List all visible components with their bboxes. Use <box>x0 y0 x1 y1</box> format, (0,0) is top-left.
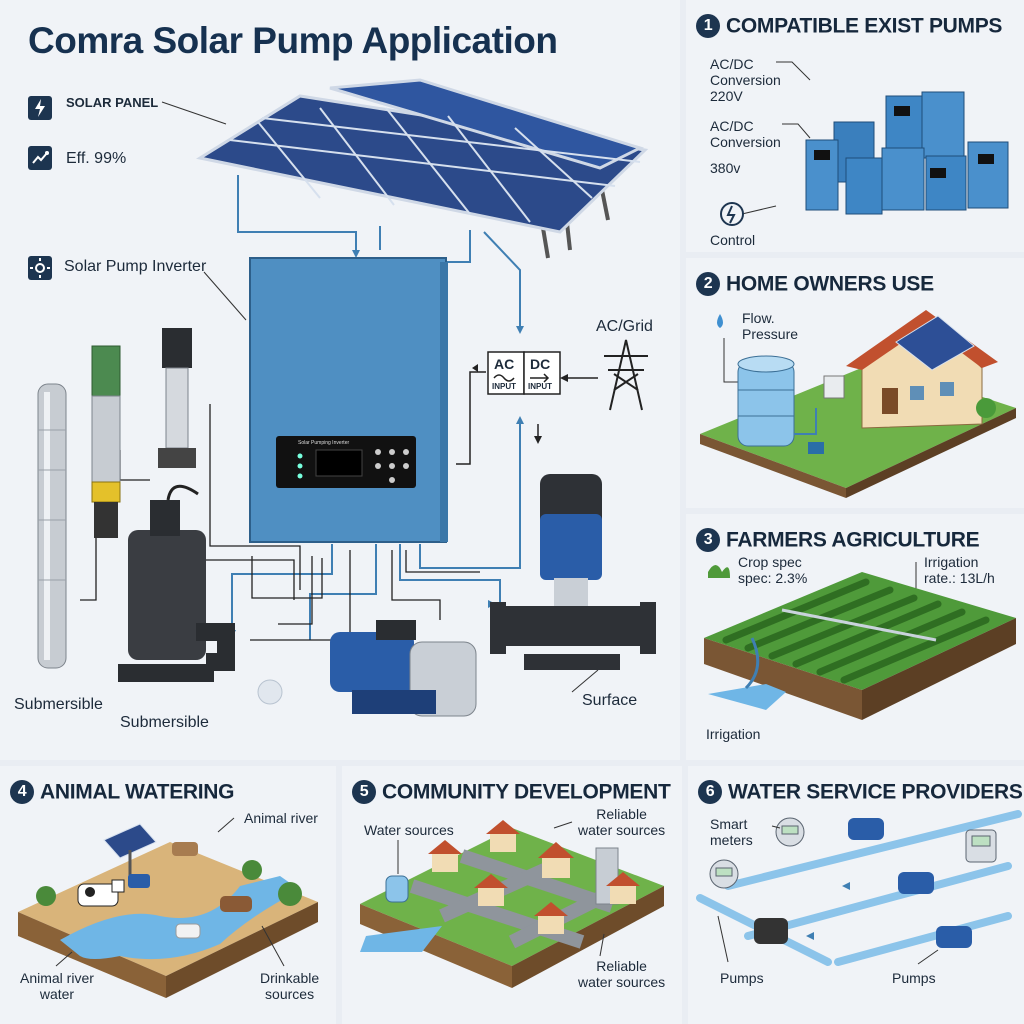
animal-watering-graphics <box>18 817 318 998</box>
dc-input-top: DC <box>530 356 551 372</box>
solar-panel-small <box>103 823 157 876</box>
solar-panel-array <box>196 78 649 234</box>
plant-icon <box>708 565 730 578</box>
control-label: Control <box>710 232 756 248</box>
pump-dark <box>754 918 788 944</box>
home-scene-graphics <box>700 310 1016 498</box>
deer <box>220 896 252 912</box>
dc-input-bottom: INPUT <box>528 382 552 391</box>
submersible-pump-left <box>37 383 67 669</box>
inverter-label: Solar Pump Inverter <box>64 258 207 275</box>
community-graphics <box>360 820 664 988</box>
houses <box>428 820 640 934</box>
farm-field-graphics <box>704 562 1016 720</box>
irrigation-label: Irrigation <box>706 726 761 742</box>
surface-centrifugal-pump <box>330 620 477 717</box>
water-tank <box>737 355 795 447</box>
water-drop-icon <box>717 314 723 328</box>
inverter-lineup-graphics <box>720 61 1009 226</box>
lightning-icon <box>28 96 52 120</box>
power-pylon-icon <box>604 339 648 411</box>
pumps-blue <box>848 818 972 948</box>
goat-top <box>172 842 198 856</box>
house <box>846 310 998 429</box>
main-diagram-panel: Comra Solar Pump Application SOLAR PANEL… <box>0 0 680 760</box>
solar-panel-label: SOLAR PANEL <box>66 95 159 110</box>
pumps-left-label: Pumps <box>720 970 764 986</box>
efficiency-label: Eff. 99% <box>66 150 127 167</box>
inverter-units <box>805 91 1009 215</box>
submersible-center-label: Submersible <box>120 714 209 731</box>
vertical-multistage-pump <box>158 328 196 468</box>
inline-surface-pump <box>490 474 656 670</box>
surface-label: Surface <box>582 692 638 709</box>
water-network-graphics <box>696 810 1022 966</box>
ac-input-bottom: INPUT <box>492 382 516 391</box>
flow-pressure-label: Flow.Pressure <box>742 310 799 343</box>
ac-grid-label: AC/Grid <box>596 318 653 335</box>
submersible-pump-green-top <box>91 345 121 538</box>
ac-input-top: AC <box>494 356 515 372</box>
pumps-right-label: Pumps <box>892 970 936 986</box>
goat-bottom <box>175 923 201 939</box>
submersible-left-label: Submersible <box>14 696 103 713</box>
smart-meter <box>709 817 997 889</box>
main-diagram-graphics <box>37 78 656 717</box>
cow <box>77 879 125 907</box>
efficiency-icon <box>28 146 52 170</box>
water-sources-label: Water sources <box>364 822 454 838</box>
sun-icon <box>28 256 52 280</box>
animal-river-label: Animal river <box>244 810 318 826</box>
solar-pump-inverter <box>249 257 448 543</box>
inverter-screen-title: Solar Pumping Inverter <box>298 440 350 446</box>
page-title: Comra Solar Pump Application <box>28 20 558 61</box>
submersible-sewage-pump <box>118 484 235 682</box>
ac-dc-input-module <box>487 351 561 395</box>
